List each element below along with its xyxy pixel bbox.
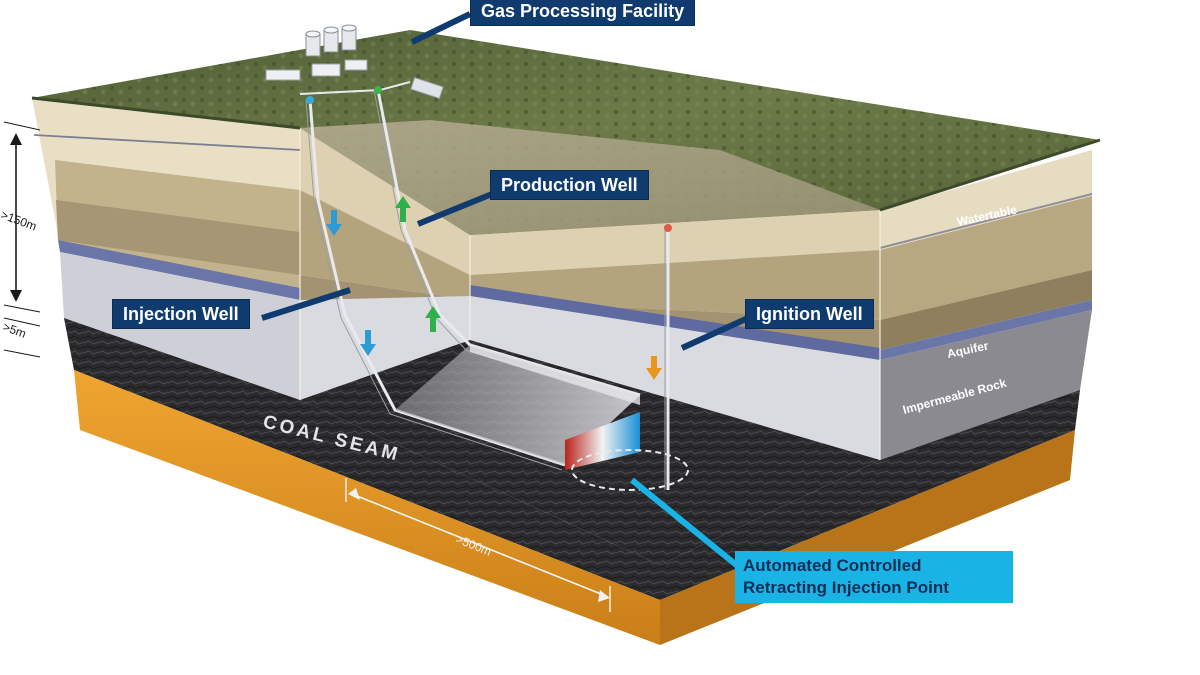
aquifer-band-left: [58, 240, 300, 300]
arrowhead-icon: [598, 590, 610, 602]
injection-point-leader: [630, 477, 742, 571]
ignition-down-arrow-icon: [646, 356, 662, 380]
gas-facility-buildings: [265, 24, 444, 99]
right-sand-light: [880, 150, 1092, 250]
facility-building: [410, 77, 444, 99]
inner-back-wall-mid: [300, 190, 880, 320]
automated-point-line1: Automated Controlled: [743, 556, 922, 575]
automated-point-line2: Retracting Injection Point: [743, 578, 949, 597]
gas-processing-facility-callout: Gas Processing Facility: [470, 0, 696, 26]
production-well-pipe: [376, 89, 641, 397]
layer-sand-band-left: [56, 200, 300, 275]
callout-leaders: [261, 11, 750, 571]
production-wellhead: [374, 86, 382, 94]
surface-edge-right: [879, 138, 1101, 212]
ignition-well-label: Ignition Well: [756, 304, 863, 324]
injection-point-dashed-ring: [571, 449, 689, 491]
arrowhead-icon: [10, 133, 22, 145]
production-well-label: Production Well: [501, 175, 638, 195]
facility-building: [265, 69, 301, 81]
injection-well-leader: [261, 287, 351, 321]
production-well-leader: [416, 191, 494, 227]
watertable-line-left: [33, 134, 301, 151]
production-up-arrow-icon: [395, 196, 411, 222]
automated-injection-point-callout: Automated Controlled Retracting Injectio…: [735, 551, 1013, 603]
ignition-wellhead: [664, 224, 672, 232]
coal-front-left: [64, 318, 660, 600]
facility-building: [344, 59, 368, 71]
injection-well-label: Injection Well: [123, 304, 239, 324]
length-500-arrow: [351, 493, 607, 597]
storage-tank: [305, 30, 321, 57]
gas-processing-facility-label: Gas Processing Facility: [481, 1, 685, 21]
right-coal: [660, 390, 1080, 600]
flow-arrows: [326, 196, 662, 380]
right-aquifer-blue: [880, 300, 1092, 360]
facility-building: [311, 63, 341, 77]
injection-down-arrow-icon: [360, 330, 376, 356]
injection-down-arrow-icon: [326, 210, 342, 236]
production-up-arrow-icon: [425, 306, 441, 332]
gasification-channel: [395, 345, 689, 491]
length-tick: [345, 478, 611, 612]
ignition-well-leader: [680, 315, 750, 351]
right-impermeable: [880, 310, 1092, 460]
injection-wellhead: [306, 96, 314, 104]
cavity-top-face: [470, 345, 640, 405]
production-well-callout: Production Well: [490, 170, 649, 200]
surface-edge-left: [31, 96, 301, 130]
arrowhead-icon: [348, 488, 360, 500]
inner-back-wall-sand: [300, 128, 880, 275]
storage-tank: [341, 24, 357, 51]
heat-front: [565, 412, 640, 470]
surface-terrain: [31, 30, 1101, 235]
right-aquifer-band: [880, 270, 1092, 350]
orange-base-front: [74, 370, 660, 645]
right-watertable-line: [879, 193, 1093, 249]
injection-well-pipe-outline: [305, 99, 563, 471]
injection-well-callout: Injection Well: [112, 299, 250, 329]
injection-well-pipe: [308, 99, 566, 467]
depth-150-label: >150m: [0, 208, 39, 234]
cutaway-edge: [299, 128, 881, 460]
ignition-well-callout: Ignition Well: [745, 299, 874, 329]
arrowhead-icon: [10, 290, 22, 302]
depth-tick: [3, 121, 41, 358]
gas-facility-leader: [410, 11, 472, 45]
inner-impermeable: [300, 296, 880, 460]
right-sand-mid: [880, 196, 1092, 320]
inner-aquifer-blue: [470, 285, 880, 360]
left-front-face: [32, 98, 660, 645]
surface-texture: [32, 30, 1100, 235]
storage-tank: [323, 26, 339, 53]
